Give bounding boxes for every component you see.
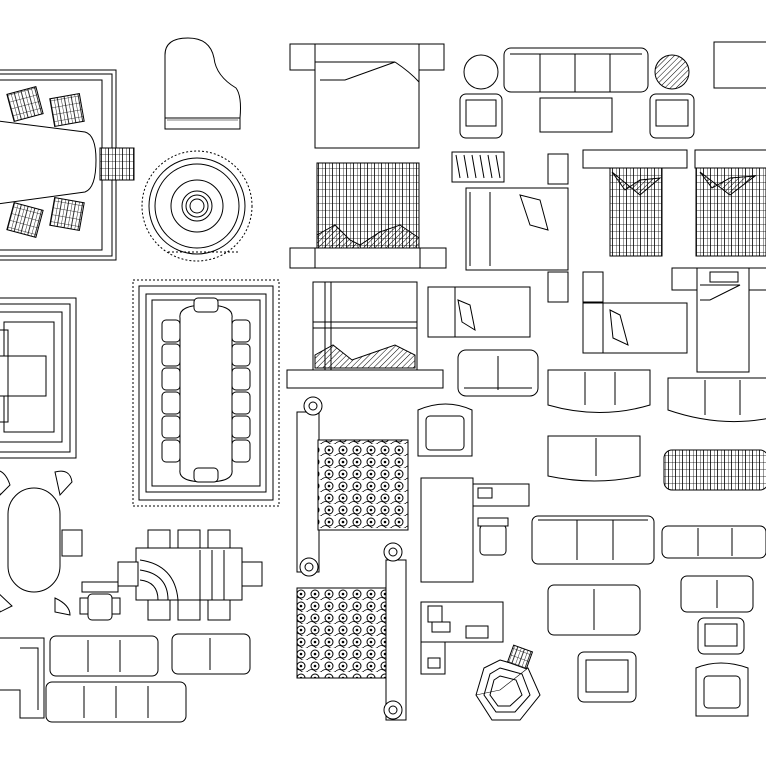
- sofa-two-seat-block-b: [680, 575, 754, 613]
- sofa-three-seat-block-a: [531, 515, 655, 565]
- armchair-block-a: [417, 403, 473, 457]
- curved-sofa-block-a: [547, 369, 651, 413]
- rect-dining-table-block: [117, 529, 263, 621]
- sofa-three-seat-block-b: [661, 525, 766, 559]
- armchair-block-c: [577, 651, 637, 703]
- bed-woven-block-a: [289, 162, 447, 269]
- nightstand-pair-block: [547, 153, 569, 303]
- armchair-block-b: [697, 617, 745, 655]
- corner-sideboard-block: [0, 637, 45, 719]
- single-bed-top-block: [465, 187, 569, 271]
- armchair-block-d: [695, 662, 749, 717]
- hexagon-rug-block: [475, 644, 541, 721]
- sofa-bottom-left-block-c: [45, 681, 187, 723]
- bed-woven-block-c: [694, 149, 766, 257]
- long-dining-table-rug-block: [132, 279, 280, 507]
- single-bed-far-right-block: [671, 267, 766, 373]
- oval-dining-table-block: [0, 470, 83, 616]
- lounge-set-top-block: [459, 47, 695, 139]
- single-bed-middle-block: [427, 286, 531, 338]
- grand-piano-block: [164, 37, 241, 130]
- double-bed-block: [289, 43, 445, 149]
- sofa-bottom-left-block-b: [171, 633, 251, 675]
- sideboard-striped-block: [451, 151, 505, 183]
- single-bed-right-block: [582, 271, 688, 354]
- bed-striped-block: [286, 281, 444, 389]
- curved-sofa-block-b: [667, 377, 766, 423]
- sofa-two-seat-block-a: [547, 584, 641, 636]
- loveseat-block-a: [457, 349, 539, 397]
- cabinet-top-right-block: [713, 41, 766, 89]
- office-chair-block-a: [79, 581, 121, 621]
- patterned-bed-block-a: [296, 396, 409, 577]
- sofa-bottom-left-block-a: [49, 635, 159, 677]
- curved-sofa-block-c: [547, 435, 641, 482]
- patterned-bed-block-b: [296, 542, 407, 721]
- round-table-rug-block: [141, 150, 253, 262]
- woven-bench-block: [663, 449, 766, 491]
- square-table-nested-rug-block: [0, 297, 77, 459]
- bed-woven-block-b: [582, 149, 688, 257]
- conference-table-rug-block: [0, 69, 135, 261]
- desk-block: [420, 477, 530, 583]
- l-desk-block: [420, 601, 504, 675]
